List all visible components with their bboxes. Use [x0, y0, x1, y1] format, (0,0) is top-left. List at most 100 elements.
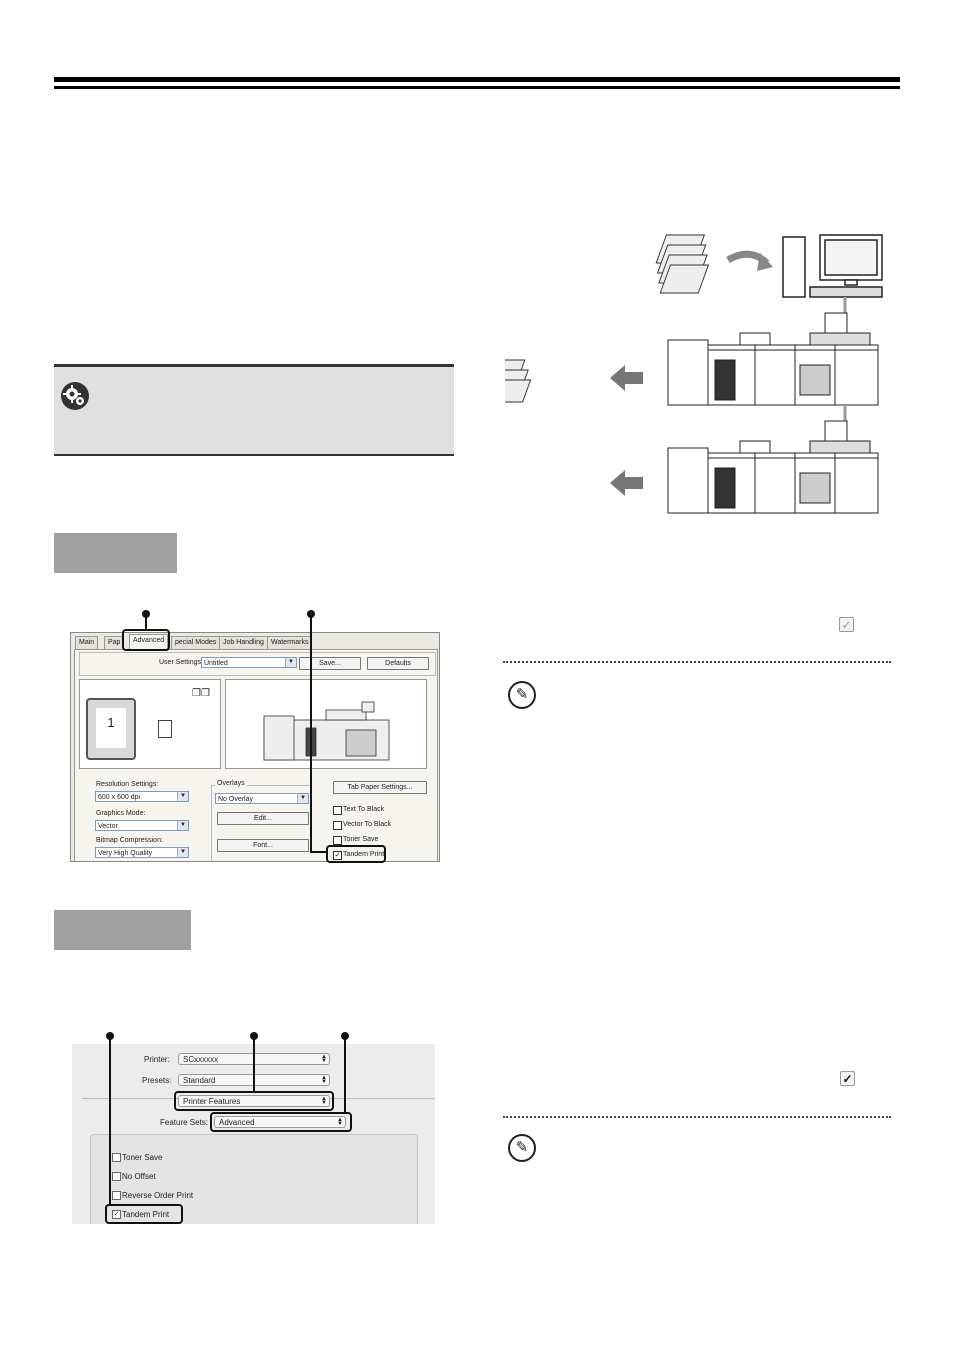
feature-sets-value: Advanced: [219, 1118, 255, 1127]
tandem-print-checkbox[interactable]: ✓: [112, 1210, 121, 1219]
user-settings-select[interactable]: Untitled ▼: [201, 657, 297, 668]
callout-line-2: [310, 614, 312, 852]
panel-value: Printer Features: [183, 1097, 241, 1106]
chevron-down-icon: ▼: [177, 821, 188, 830]
bitmap-compression-select[interactable]: Very High Quality ▼: [95, 847, 189, 858]
vector-to-black-checkbox[interactable]: [333, 821, 342, 830]
tandem-print-highlight: [326, 845, 386, 863]
overlays-label: Overlays: [215, 780, 247, 787]
feature-sets-label: Feature Sets:: [160, 1118, 209, 1127]
printer-label: Printer:: [144, 1055, 170, 1064]
defaults-button[interactable]: Defaults: [367, 657, 429, 670]
step-box-1: [54, 533, 177, 573]
user-settings-value: Untitled: [204, 660, 228, 667]
tab-main[interactable]: Main: [75, 636, 99, 649]
pencil-icon: ✎: [508, 1134, 536, 1162]
printer-preview-panel: [225, 679, 427, 769]
edit-button[interactable]: Edit...: [217, 812, 309, 825]
bitmap-compression-value: Very High Quality: [98, 850, 153, 857]
panel-select[interactable]: Printer Features ▲▼: [178, 1095, 330, 1107]
windows-print-dialog: Main Pap Advanced pecial Modes Job Handl…: [70, 632, 440, 862]
overlays-value: No Overlay: [218, 796, 254, 803]
reverse-order-print-checkbox[interactable]: [112, 1191, 121, 1200]
callout-line-mac-2: [253, 1036, 255, 1092]
tandem-print-illustration: [505, 234, 883, 514]
checkbox-icon: ✓: [840, 1071, 855, 1086]
page-preview-panel: 1 ❐❐: [79, 679, 221, 769]
tab-job-handling[interactable]: Job Handling: [219, 636, 268, 649]
settings-note-box: [54, 364, 454, 456]
save-button[interactable]: Save...: [299, 657, 361, 670]
computer-icon: [782, 234, 883, 298]
output-arrow-1: [610, 365, 643, 391]
printer-2-icon: [667, 420, 879, 514]
toner-save-checkbox[interactable]: [333, 836, 342, 845]
separator-2: [503, 1116, 891, 1118]
gear-icon: [61, 382, 89, 410]
font-button[interactable]: Font...: [217, 839, 309, 852]
tab-advanced[interactable]: Advanced: [129, 634, 169, 649]
callout-dot-2: [307, 610, 315, 618]
chevron-down-icon: ▼: [177, 792, 188, 801]
chevron-up-down-icon: ▲▼: [321, 1096, 327, 1106]
tandem-print-checkbox[interactable]: ✓: [333, 851, 342, 860]
graphics-mode-label: Graphics Mode:: [96, 810, 146, 817]
panel-select-highlight: [174, 1091, 334, 1111]
checkbox-icon: ✓: [839, 617, 854, 632]
callout-dot-mac-3: [341, 1032, 349, 1040]
chevron-up-down-icon: ▲▼: [321, 1054, 327, 1064]
chevron-down-icon: ▼: [297, 794, 308, 803]
printer-1-icon: [667, 312, 879, 406]
presets-label: Presets:: [142, 1076, 172, 1085]
overlays-select[interactable]: No Overlay ▼: [215, 793, 309, 804]
tandem-print-label: Tandem Print: [343, 851, 385, 858]
callout-line-mac-1: [109, 1036, 111, 1206]
chevron-down-icon: ▼: [177, 848, 188, 857]
text-to-black-checkbox[interactable]: [333, 806, 342, 815]
document-stack-icon: [655, 234, 710, 294]
output-stack-1: [505, 359, 532, 403]
pencil-icon: ✎: [508, 681, 536, 709]
header-rule-thick: [54, 77, 900, 82]
chevron-up-down-icon: ▲▼: [337, 1117, 343, 1127]
user-settings-label: User Settings:: [159, 659, 203, 666]
tab-special-modes[interactable]: pecial Modes: [171, 636, 221, 649]
feature-sets-highlight: [210, 1112, 352, 1132]
collate-icon: ❐❐: [192, 688, 210, 699]
stapled-pages-icon: [158, 720, 172, 738]
toner-save-label: Toner Save: [122, 1153, 163, 1162]
tandem-print-mac-highlight: [105, 1204, 183, 1224]
text-to-black-label: Text To Black: [343, 806, 385, 813]
separator-1: [503, 661, 891, 663]
page-preview-sheet: 1: [86, 698, 136, 760]
step-box-2: [54, 910, 191, 950]
graphics-mode-select[interactable]: Vector ▼: [95, 820, 189, 831]
chevron-up-down-icon: ▲▼: [321, 1075, 327, 1085]
tab-watermarks[interactable]: Watermarks: [267, 636, 313, 649]
feature-sets-select[interactable]: Advanced ▲▼: [214, 1116, 346, 1128]
printer-icon: [263, 701, 390, 761]
tandem-print-label: Tandem Print: [122, 1210, 170, 1219]
overlays-group: [211, 785, 312, 861]
tab-paper-settings-button[interactable]: Tab Paper Settings...: [333, 781, 427, 794]
graphics-mode-value: Vector: [98, 823, 118, 830]
vector-to-black-label: Vector To Black: [343, 821, 392, 828]
page-number: 1: [96, 708, 126, 748]
header-rule-thin: [54, 86, 900, 89]
output-arrow-2: [610, 470, 643, 496]
presets-value: Standard: [183, 1076, 216, 1085]
resolution-value: 600 x 600 dpi: [98, 794, 141, 801]
no-offset-label: No Offset: [122, 1172, 156, 1181]
chevron-down-icon: ▼: [285, 658, 296, 667]
reverse-order-print-label: Reverse Order Print: [122, 1191, 194, 1200]
bitmap-compression-label: Bitmap Compression:: [96, 837, 163, 844]
toner-save-label: Toner Save: [343, 836, 379, 843]
toner-save-checkbox[interactable]: [112, 1153, 121, 1162]
callout-dot-mac-2: [250, 1032, 258, 1040]
printer-value: SCxxxxxx: [183, 1055, 219, 1064]
resolution-select[interactable]: 600 x 600 dpi ▼: [95, 791, 189, 802]
no-offset-checkbox[interactable]: [112, 1172, 121, 1181]
callout-line-1: [145, 614, 147, 630]
feature-panel: [90, 1134, 418, 1224]
callout-line-mac-3: [344, 1036, 346, 1113]
